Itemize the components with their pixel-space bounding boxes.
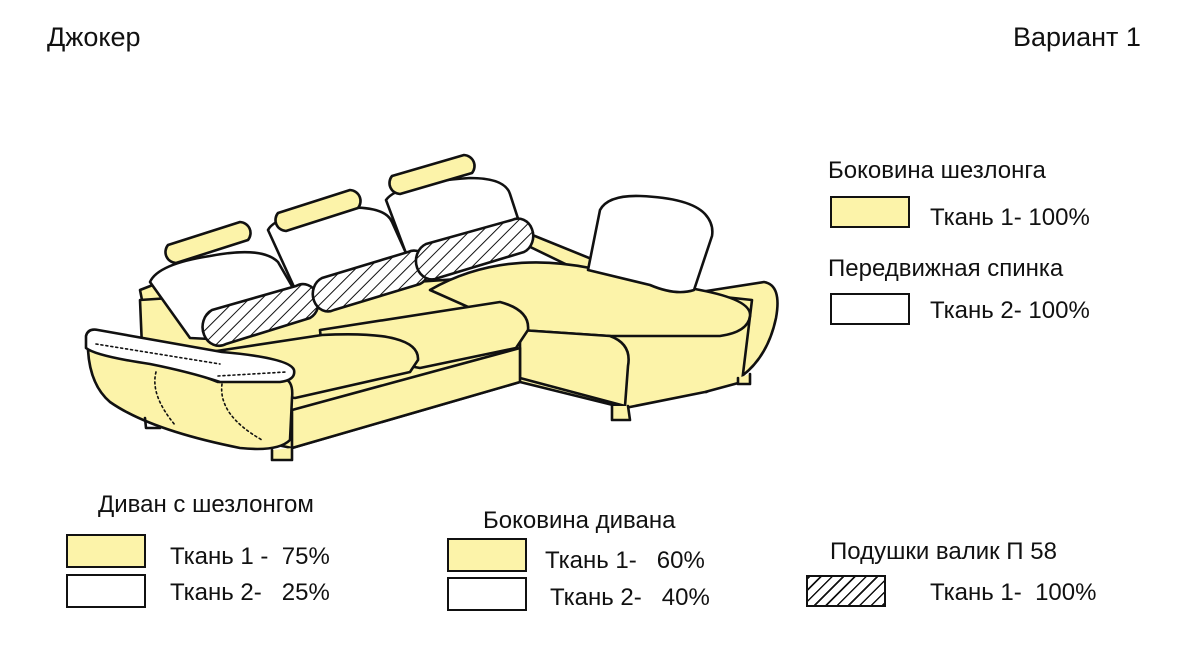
- movable-back-fabric: Ткань 2- 100%: [930, 297, 1090, 324]
- movable-backrest: [586, 194, 714, 294]
- pillows-title: Подушки валик П 58: [830, 538, 1057, 565]
- pillows-fabric: Ткань 1- 100%: [930, 579, 1097, 606]
- variant-label: Вариант 1: [1013, 22, 1141, 52]
- fabric2-swatch: [830, 293, 910, 325]
- sofa-side-fabric1: Ткань 1- 60%: [545, 547, 705, 574]
- sofa-title: Диван с шезлонгом: [98, 491, 314, 518]
- seat-front-face: [290, 346, 522, 450]
- sofa-side-title: Боковина дивана: [483, 507, 676, 534]
- sofa-fabric2: Ткань 2- 25%: [170, 579, 330, 606]
- fabric1-swatch: [66, 534, 146, 568]
- fabric2-swatch: [447, 577, 527, 611]
- chaise-side-fabric: Ткань 1- 100%: [930, 204, 1090, 231]
- movable-back-title: Передвижная спинка: [828, 255, 1064, 282]
- chaise-side-title: Боковина шезлонга: [828, 157, 1046, 184]
- chaise-front: [518, 328, 630, 408]
- sofa-side-fabric2: Ткань 2- 40%: [550, 584, 710, 611]
- armrest-top-pad: [84, 328, 296, 384]
- sofa-fabric1: Ткань 1 - 75%: [170, 543, 330, 570]
- headrest-rolls: [164, 153, 476, 265]
- model-name: Джокер: [47, 22, 141, 52]
- fabric1-swatch: [447, 538, 527, 572]
- fabric2-swatch: [66, 574, 146, 608]
- fabric1-swatch: [830, 196, 910, 228]
- bolster-pillows: [201, 217, 535, 348]
- hatched-fabric-swatch: [806, 575, 886, 607]
